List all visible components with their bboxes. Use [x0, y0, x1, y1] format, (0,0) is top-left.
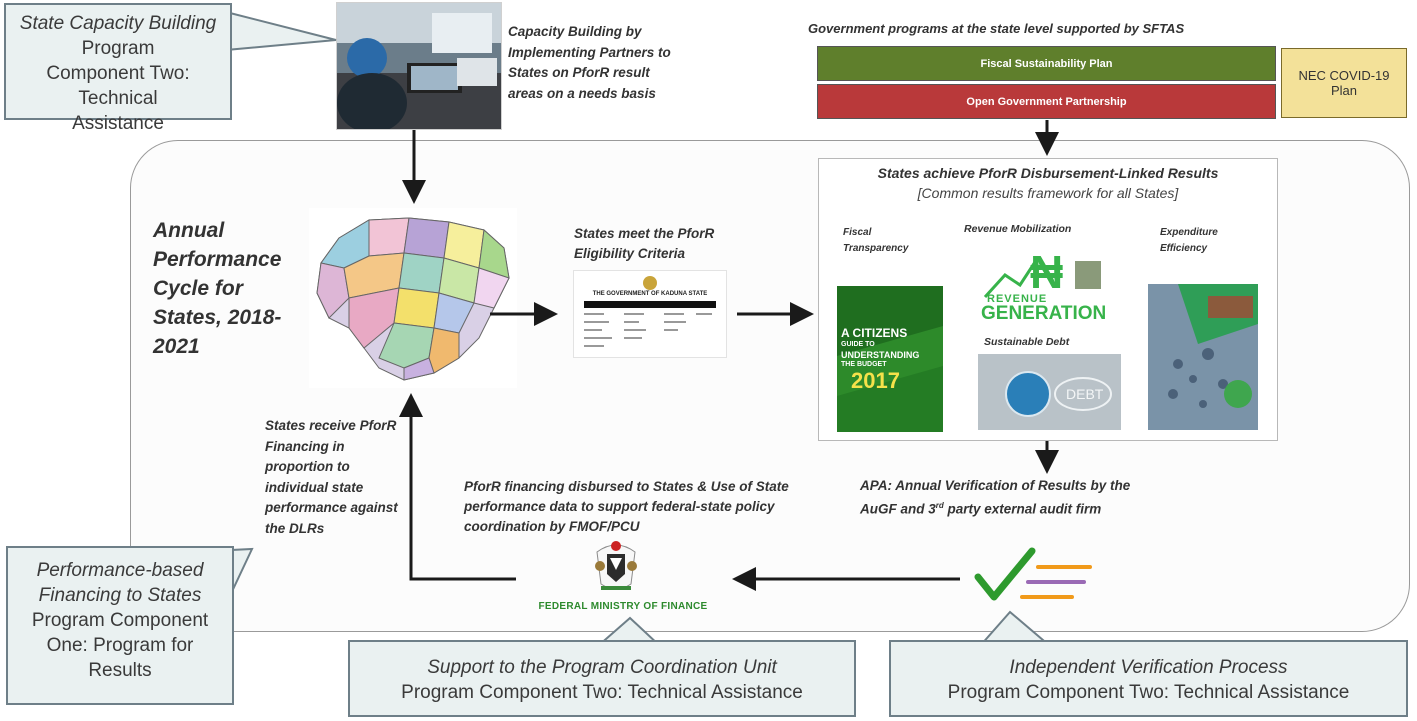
pointer-state-capacity: [225, 10, 337, 52]
citizens-guide-line4: THE BUDGET: [841, 361, 887, 368]
eligibility-document-thumbnail: THE GOVERNMENT OF KADUNA STATE: [573, 270, 727, 358]
callout-state-capacity: State Capacity Building Program Componen…: [4, 3, 232, 134]
callout-independent-title: Independent Verification Process: [1009, 657, 1288, 678]
capacity-building-text: Capacity Building by Implementing Partne…: [508, 24, 671, 101]
capacity-building-photo: [336, 2, 502, 130]
callout-independent-verification: Independent Verification Process Program…: [889, 640, 1408, 717]
callout-state-capacity-body: Program Component Two: Technical Assista…: [46, 38, 190, 134]
fiscal-sustainability-plan-bar: Fiscal Sustainability Plan: [817, 46, 1276, 81]
callout-support-pcu-body: Program Component Two: Technical Assista…: [401, 682, 803, 703]
callout-performance-based: Performance-based Financing to States Pr…: [6, 546, 234, 705]
financing-disbursed-text: PforR financing disbursed to States & Us…: [464, 479, 789, 534]
gov-programs-heading: Government programs at the state level s…: [808, 21, 1185, 36]
citizens-guide-line3: UNDERSTANDING: [841, 350, 920, 360]
revenue-word: REVENUE: [987, 293, 1048, 305]
apa-verification-text: APA: Annual Verification of Results by t…: [860, 476, 1240, 520]
naira-symbol: ₦: [1030, 246, 1064, 298]
open-government-partnership-bar: Open Government Partnership: [817, 84, 1276, 119]
checkmark-icon: [972, 545, 1097, 607]
callout-performance-based-body: Program Component One: Program for Resul…: [31, 610, 209, 681]
callout-support-pcu-title: Support to the Program Coordination Unit: [427, 657, 777, 678]
nec-covid-plan-box: NEC COVID-19 Plan: [1281, 48, 1407, 118]
callout-independent-body: Program Component Two: Technical Assista…: [947, 682, 1350, 703]
debt-word: DEBT: [1066, 386, 1104, 402]
apa-line2-sup: rd: [935, 501, 944, 510]
citizens-guide-image: A CITIZENS GUIDE TO UNDERSTANDING THE BU…: [837, 286, 943, 432]
citizens-guide-year: 2017: [851, 368, 900, 393]
apa-line2-post: party external audit firm: [943, 501, 1102, 517]
generation-word: GENERATION: [981, 303, 1107, 324]
callout-support-pcu: Support to the Program Coordination Unit…: [348, 640, 856, 717]
citizens-guide-line2: GUIDE TO: [841, 341, 875, 348]
eligibility-document-header: THE GOVERNMENT OF KADUNA STATE: [592, 291, 708, 297]
sustainable-debt-label: Sustainable Debt: [984, 336, 1070, 348]
revenue-mobilization-label: Revenue Mobilization: [964, 223, 1072, 235]
nec-covid-plan-label: NEC COVID-19 Plan: [1298, 68, 1390, 98]
callout-state-capacity-title: State Capacity Building: [19, 13, 217, 34]
fmof-crest-icon: [585, 534, 647, 596]
expenditure-efficiency-image: [1148, 284, 1258, 430]
dlr-title: States achieve PforR Disbursement-Linked…: [877, 165, 1219, 181]
apa-line1: APA: Annual Verification of Results by t…: [860, 478, 1131, 493]
callout-performance-based-title: Performance-based Financing to States: [36, 560, 204, 606]
nigeria-states-map: [309, 208, 517, 388]
states-receive-financing-text: States receive PforR Financing in propor…: [265, 418, 398, 536]
citizens-guide-line1: A CITIZENS: [841, 326, 908, 340]
expenditure-efficiency-label: Expenditure Efficiency: [1160, 227, 1218, 254]
fiscal-transparency-label: Fiscal Transparency: [843, 227, 909, 254]
dlr-subtitle: [Common results framework for all States…: [917, 185, 1179, 201]
cycle-title: Annual Performance Cycle for States, 201…: [153, 219, 282, 358]
fmof-label: FEDERAL MINISTRY OF FINANCE: [538, 601, 708, 612]
eligibility-criteria-text: States meet the PforR Eligibility Criter…: [574, 226, 715, 261]
sustainable-debt-image: DEBT: [978, 354, 1121, 430]
revenue-generation-image: ₦ REVENUE GENERATION: [975, 245, 1109, 327]
apa-line2: AuGF and 3rd party external audit firm: [860, 496, 1240, 520]
apa-line2-pre: AuGF and 3: [860, 501, 936, 517]
